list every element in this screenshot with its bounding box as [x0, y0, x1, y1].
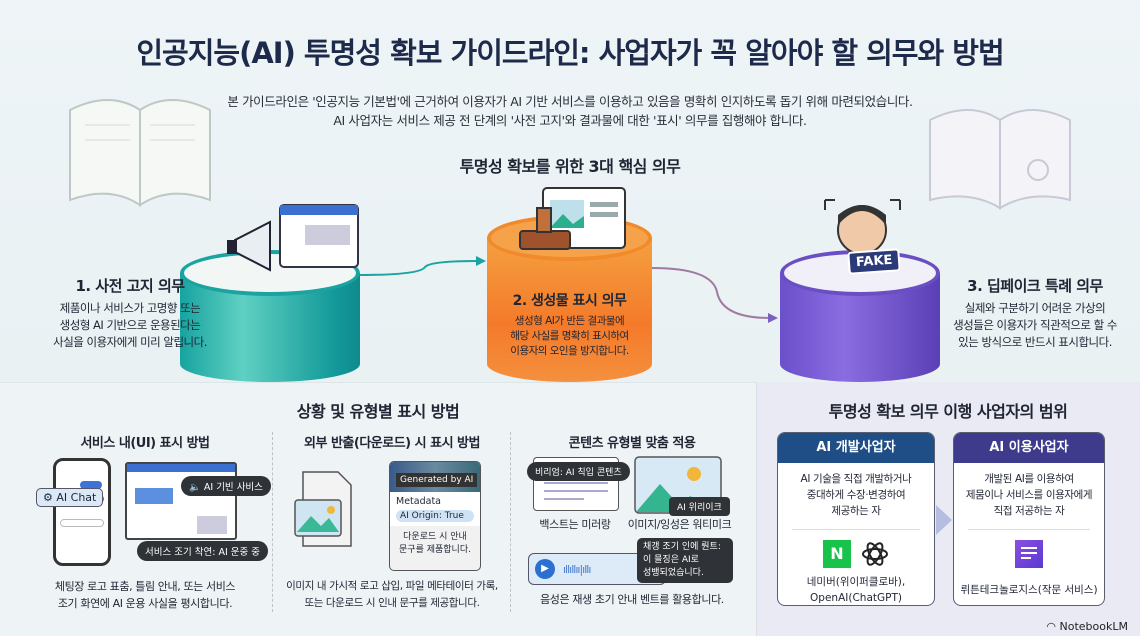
- open-book-icon: [69, 99, 211, 207]
- brand-text: NotebookLM: [1059, 620, 1128, 633]
- duty-3-desc: 생성들은 이용자가 직관적으로 할 수: [953, 318, 1117, 332]
- openai-logo-icon: [862, 542, 888, 566]
- megaphone-browser-icon: [227, 204, 359, 272]
- arrow-1-to-2: [360, 256, 486, 276]
- divider: [968, 529, 1090, 530]
- divider: [792, 529, 920, 530]
- ai-service-tag: 🔈 AI 기빈 사비스: [181, 476, 271, 496]
- chevron-right-icon: [936, 505, 952, 535]
- duty-2-desc: 해당 사실를 명확히 표시하여: [510, 330, 629, 342]
- play-icon[interactable]: ▶: [535, 559, 555, 579]
- core-heading: 투명성 확보를 위한 3대 핵심 의무: [459, 157, 681, 176]
- deepfake-face-icon: [824, 199, 901, 255]
- content-method-title: 콘텐츠 유형별 맞춤 적용: [568, 436, 696, 451]
- duty-2-desc: 이용자의 오인을 방지합니다.: [510, 345, 629, 357]
- stamp-document-icon: [519, 187, 626, 250]
- image-caption: 이미지/잉성은 워티미크: [627, 518, 732, 531]
- download-method-title: 외부 반출(다운로드) 시 표시 방법: [304, 436, 480, 451]
- duty-2-title: 2. 생성물 표시 의무: [512, 293, 627, 309]
- download-desc-line: 이미지 내 가시적 로고 삽입, 파일 메타테이터 가록,: [286, 580, 498, 592]
- duty-1-desc: 생성형 AI 기반으로 운용된다는: [59, 318, 201, 332]
- download-method-desc: 이미지 내 가시적 로고 삽입, 파일 메타테이터 가록, 또는 다운로드 시 인…: [272, 578, 512, 612]
- subtitle-line-1: 본 가이드라인은 '인공지능 기본법'에 근거하여 이용자가 AI 기반 서비스…: [227, 94, 913, 109]
- download-note: 문구를 제품합니다.: [399, 545, 471, 555]
- ai-chat-label: ⚙ AI Chat: [36, 488, 104, 507]
- browser-mockup: [125, 462, 237, 540]
- dev-card-title: AI 개발사업자: [778, 433, 934, 463]
- ai-in-use-tag: 서비스 조기 착연: AI 운중 중: [137, 541, 269, 561]
- duty-3-desc: 실제와 구분하기 어려운 가상의: [964, 301, 1106, 315]
- metadata-card: Generated by AI Metadata AI Origin: True…: [389, 461, 481, 571]
- duty-3-title: 3. 딥페이크 특례 의무: [967, 277, 1103, 295]
- image-file-icon: [294, 471, 352, 547]
- notebooklm-logo-icon: ◠: [1046, 620, 1057, 633]
- divider: [510, 432, 511, 612]
- dev-desc-line: 제공하는 자: [831, 505, 881, 517]
- dev-example: OpenAI(ChatGPT): [810, 592, 902, 604]
- text-caption: 백스트는 미러랑: [539, 518, 611, 531]
- dev-desc-line: 중대하게 수장·변경하여: [806, 489, 906, 501]
- ui-method-title: 서비스 내(UI) 표시 방법: [80, 436, 210, 451]
- methods-heading: 상황 및 유형별 표시 방법: [296, 402, 460, 421]
- duty-1-desc: 제품이나 서비스가 고명향 또는: [59, 301, 201, 315]
- audio-tip-line: 채갱 조기 인에 뤈트:: [643, 542, 721, 552]
- chatgpt-logo-icon: ⚙: [43, 491, 53, 504]
- duty-1-title: 1. 사전 고지 의무: [75, 277, 185, 295]
- image-watermark-tag: AI 위리이크: [669, 497, 730, 516]
- subtitle-line-2: AI 사업자는 서비스 제공 전 단계의 '사전 고지'와 결과물에 대한 '표…: [333, 113, 807, 128]
- duty-3-desc: 있는 방식으로 반드시 표시합니다.: [958, 335, 1112, 349]
- duty-2-desc: 생성형 AI가 반든 결과물에: [514, 315, 625, 327]
- scope-heading: 투명성 확보 의무 이행 사업자의 범위: [828, 402, 1068, 421]
- notebooklm-brand: ◠ NotebookLM: [1046, 620, 1128, 633]
- phone-mockup: [53, 458, 111, 566]
- download-note: 다운로드 시 안내: [403, 532, 467, 542]
- waveform-icon: ıllıllıı|ıllı: [563, 563, 591, 576]
- document-book-icon: [929, 109, 1071, 210]
- wrtn-logo-icon: [1015, 540, 1043, 568]
- ai-chat-text: AI Chat: [56, 491, 97, 504]
- speaker-icon: 🔈: [189, 482, 201, 493]
- user-desc-line: 직접 저공하는 자: [993, 505, 1065, 517]
- download-desc-line: 또는 다운로드 시 인내 문구를 제공합니다.: [304, 597, 480, 609]
- ai-service-tag-text: AI 기빈 사비스: [203, 482, 263, 493]
- naver-logo-icon: N: [823, 540, 851, 568]
- user-desc-line: 개발된 AI를 이용하여: [984, 473, 1074, 485]
- divider: [272, 432, 273, 612]
- ai-origin-chip: AI Origin: True: [396, 510, 474, 522]
- user-card-title: AI 이용사업자: [954, 433, 1104, 463]
- user-desc-line: 제뭄이나 서비스를 이용자에게: [965, 489, 1093, 501]
- audio-tip-line: 이 믈징은 AI로: [643, 555, 699, 565]
- content-method-desc: 음성은 재생 초기 안내 벤트를 활용합니다.: [540, 593, 724, 606]
- ui-desc-line: 체팅장 로고 표춤, 틀림 안내, 또는 서비스: [54, 580, 236, 593]
- audio-tip-line: 성뱅되었습니다.: [643, 568, 704, 578]
- dev-example: 네미버(위이퍼클로바),: [806, 576, 906, 588]
- fake-badge: FAKE: [847, 248, 902, 275]
- generated-by-ai-badge: Generated by AI: [396, 473, 478, 487]
- dev-desc-line: AI 기술을 직접 개발하거나: [800, 473, 912, 485]
- metadata-label: Metadata: [396, 496, 441, 507]
- ui-desc-line: 조기 화연에 AI 운용 사실을 평시합니다.: [57, 597, 233, 610]
- text-watermark-tag: 비리엄: AI 칙입 콘텐츠: [527, 462, 630, 481]
- arrow-2-to-3: [652, 267, 778, 323]
- user-example: 뤼튼테크놀로지스(작문 서비스): [960, 584, 1098, 596]
- duty-1-desc: 사실을 이용자에게 미리 알립니다.: [53, 335, 207, 349]
- page-title: 인공지능(AI) 투명성 확보 가이드라인: 사업자가 꼭 알아야 할 의무와 …: [136, 36, 1004, 70]
